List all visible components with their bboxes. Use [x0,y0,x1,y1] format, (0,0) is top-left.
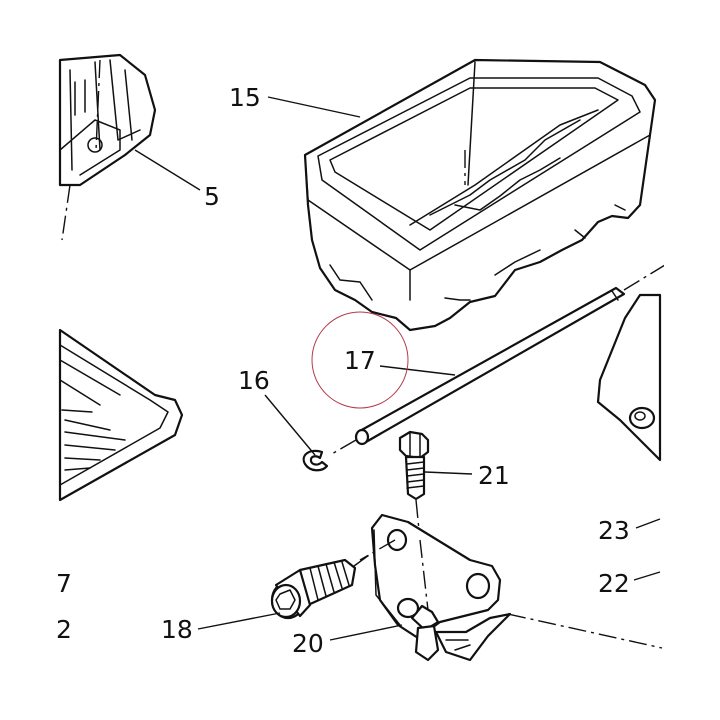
mounting-bracket [370,513,512,662]
leader-16 [264,394,316,456]
callout-21: 21 [478,461,510,490]
centerline-bolt-down [419,539,429,611]
centerline-17-right [623,264,666,291]
centerline-18 [353,552,373,567]
callout-23: 23 [598,516,630,545]
bottom-crop-mask [0,662,720,720]
centerline-17-left [329,439,357,456]
callout-20: 20 [292,629,324,658]
callout-7: 7 [56,569,72,598]
leader-23 [635,518,661,529]
leader-20 [329,624,403,641]
right-crop-mask [664,0,720,720]
right-plate [596,293,662,462]
part-20-cap [396,597,420,619]
part-17-rod [354,286,626,446]
callout-labels: 15 5 16 17 21 23 22 18 20 7 2 [56,83,630,658]
callout-5: 5 [204,182,220,211]
callout-17: 17 [344,346,376,375]
highlight-circle [311,311,409,409]
leader-22 [633,571,661,581]
part-5-housing [58,53,157,187]
leader-5 [134,149,201,191]
part-21-bolt [398,430,430,501]
part-16-clip [302,449,329,472]
callout-16: 16 [238,366,270,395]
part-18-screw [270,558,357,620]
callout-22: 22 [598,569,630,598]
leader-17 [379,365,456,376]
callout-18: 18 [161,615,193,644]
leader-18 [197,612,281,630]
centerline-bracket-right [507,613,663,649]
leader-lines [134,96,661,641]
part-15-tray [303,58,657,332]
centerline-5 [61,184,71,241]
centerline-5b [95,59,101,151]
callout-15: 15 [229,83,261,112]
callout-2: 2 [56,615,72,644]
leader-15 [267,96,361,118]
left-crop-mask [0,0,56,720]
leader-21 [424,471,473,475]
left-lower-plate [58,328,184,502]
